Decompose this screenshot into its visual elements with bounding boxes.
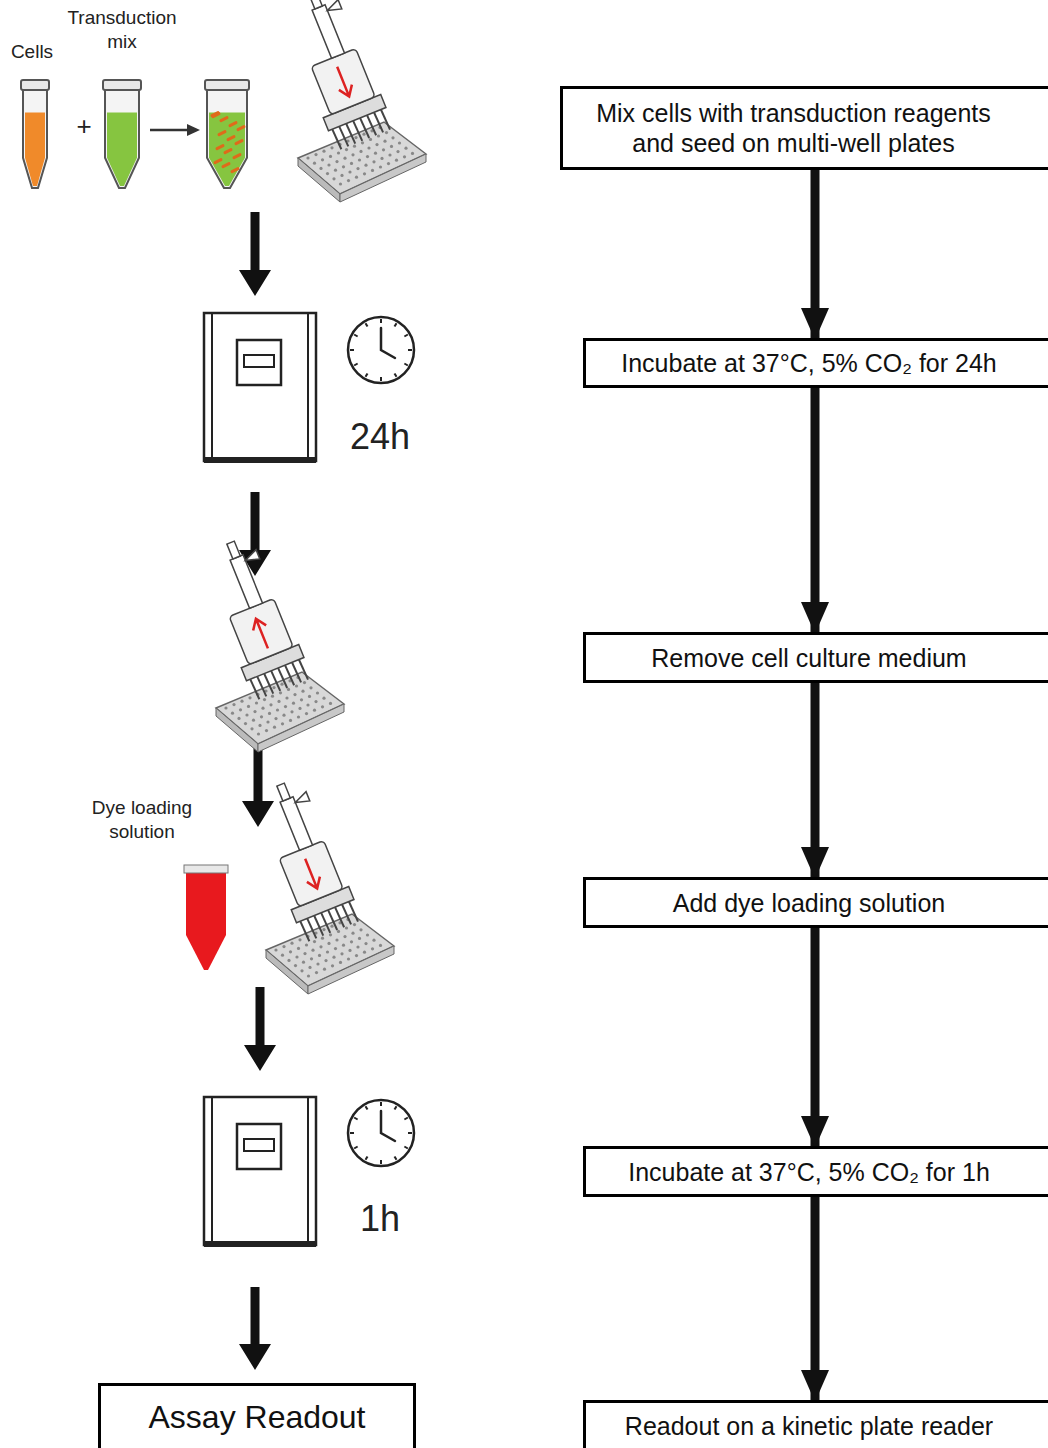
reagent-label: Cells [2, 40, 62, 64]
incubator [204, 1097, 316, 1247]
flow-connector [811, 1197, 820, 1400]
clock-icon [348, 317, 414, 383]
flow-connector [811, 170, 820, 338]
mix-arrow [150, 129, 190, 132]
step-box: Remove cell culture medium [583, 632, 1048, 683]
result-box: Assay Readout [98, 1383, 416, 1448]
flow-connector [811, 928, 820, 1146]
step-text: Incubate at 37°C, 5% CO₂ for 24h [621, 348, 996, 378]
duration-label: 1h [345, 1196, 415, 1241]
step-text: Assay Readout [148, 1398, 365, 1436]
flow-arrow [242, 743, 274, 827]
multichannel-pipette [246, 775, 394, 994]
flow-arrow [239, 1287, 271, 1370]
flow-arrow [244, 987, 276, 1071]
step-text: Remove cell culture medium [651, 643, 966, 673]
step-box: Mix cells with transduction reagents and… [560, 86, 1048, 170]
tube [205, 80, 249, 188]
multichannel-pipette [196, 533, 344, 752]
step-text: Add dye loading solution [673, 888, 945, 918]
reagent-label: Transduction mix [52, 6, 192, 54]
dye-tube-cap [184, 865, 228, 873]
reagent-label: Dye loading solution [72, 796, 212, 844]
step-text: Mix cells with transduction reagents and… [575, 98, 1012, 158]
step-box: Incubate at 37°C, 5% CO₂ for 1h [583, 1146, 1048, 1197]
step-box: Incubate at 37°C, 5% CO₂ for 24h [583, 338, 1048, 388]
tube [21, 80, 49, 188]
flow-connector [811, 388, 820, 632]
flow-arrow [239, 212, 271, 296]
step-box: Readout on a kinetic plate reader [583, 1400, 1048, 1448]
clock-icon [348, 1100, 414, 1166]
flow-connector [811, 683, 820, 877]
duration-label: 24h [335, 414, 425, 459]
plus-sign: + [72, 110, 96, 143]
tube [103, 80, 141, 188]
step-box: Add dye loading solution [583, 877, 1048, 928]
illustrations [21, 0, 426, 1370]
step-text: Readout on a kinetic plate reader [625, 1411, 993, 1441]
dye-tube [186, 872, 226, 970]
multichannel-pipette [278, 0, 426, 202]
mix-arrowhead [187, 124, 200, 136]
incubator [204, 313, 316, 463]
step-text: Incubate at 37°C, 5% CO₂ for 1h [628, 1157, 990, 1187]
